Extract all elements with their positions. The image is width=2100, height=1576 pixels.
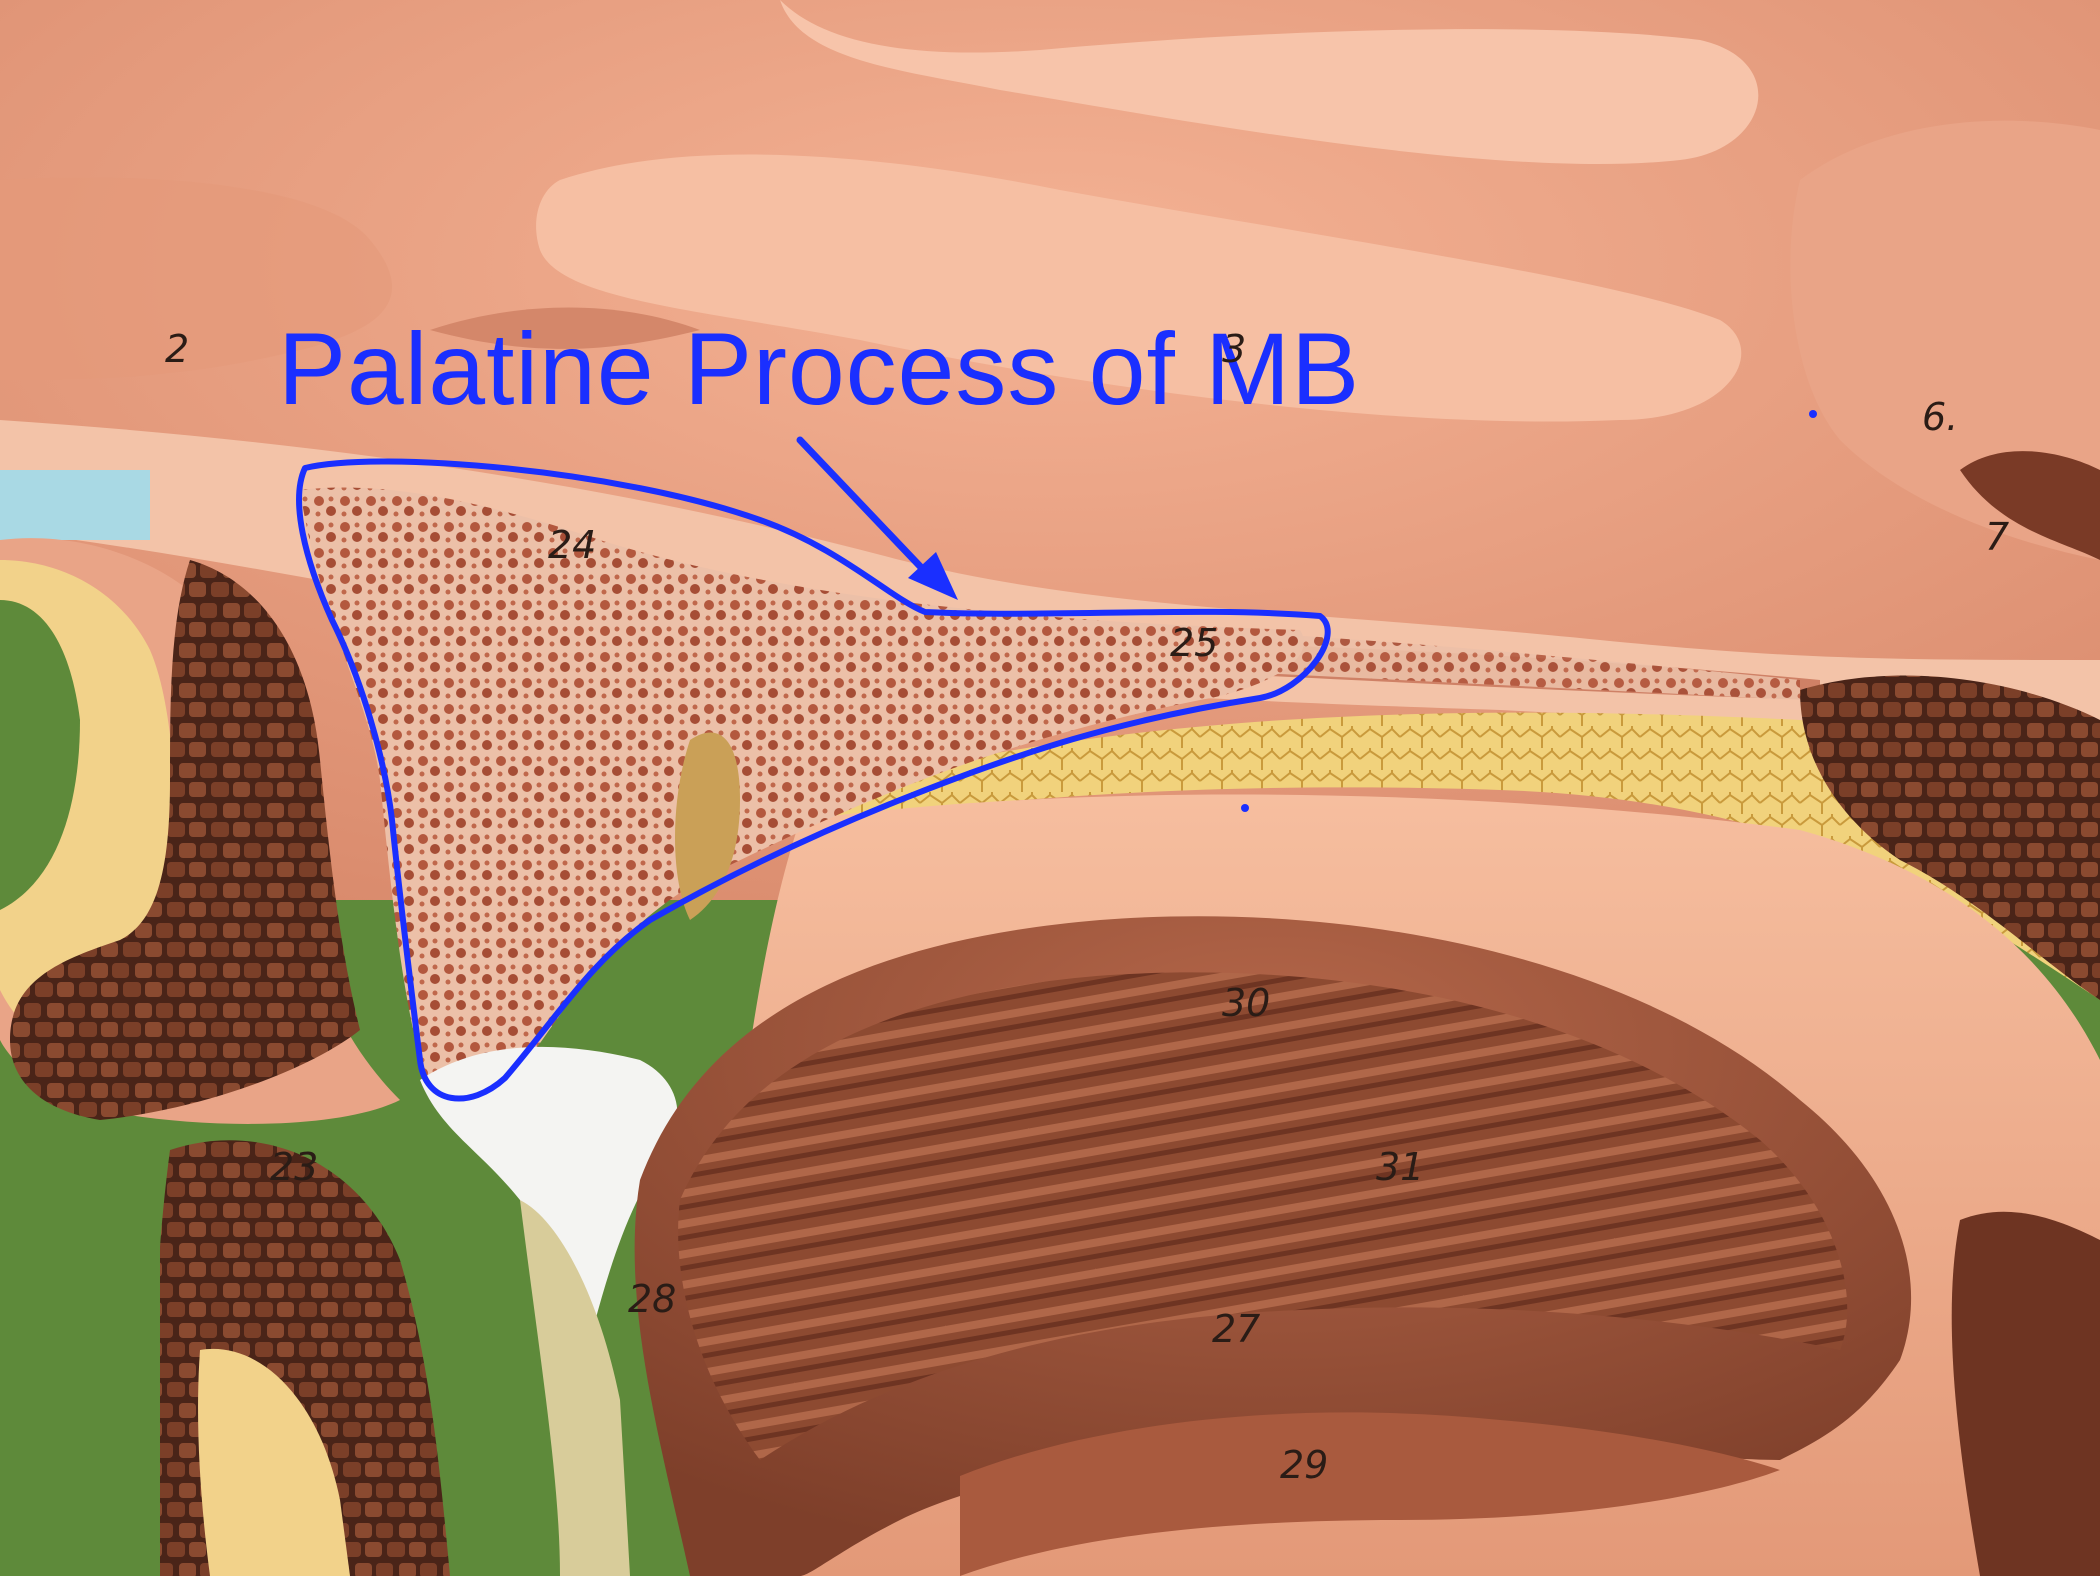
model-number: 6.	[1922, 395, 1959, 439]
model-number: 31	[1376, 1145, 1425, 1189]
model-number: 3	[1222, 327, 1247, 371]
annotation-arrow-head	[908, 552, 958, 600]
model-number: 27	[1212, 1307, 1261, 1351]
model-number: 30	[1222, 981, 1271, 1025]
marker-dot	[1241, 804, 1249, 812]
model-number: 28	[628, 1277, 677, 1321]
model-number: 23	[270, 1145, 319, 1189]
model-number: 2	[165, 327, 190, 371]
model-number: 29	[1280, 1443, 1329, 1487]
annotation-arrow-shaft	[796, 436, 939, 586]
marker-dot	[1809, 410, 1817, 418]
model-number: 25	[1170, 621, 1219, 665]
model-number: 7	[1985, 515, 2010, 559]
annotation-label: Palatine Process of MB	[278, 312, 1361, 426]
model-number: 24	[548, 523, 597, 567]
palatine-process-outline	[296, 458, 1331, 1102]
